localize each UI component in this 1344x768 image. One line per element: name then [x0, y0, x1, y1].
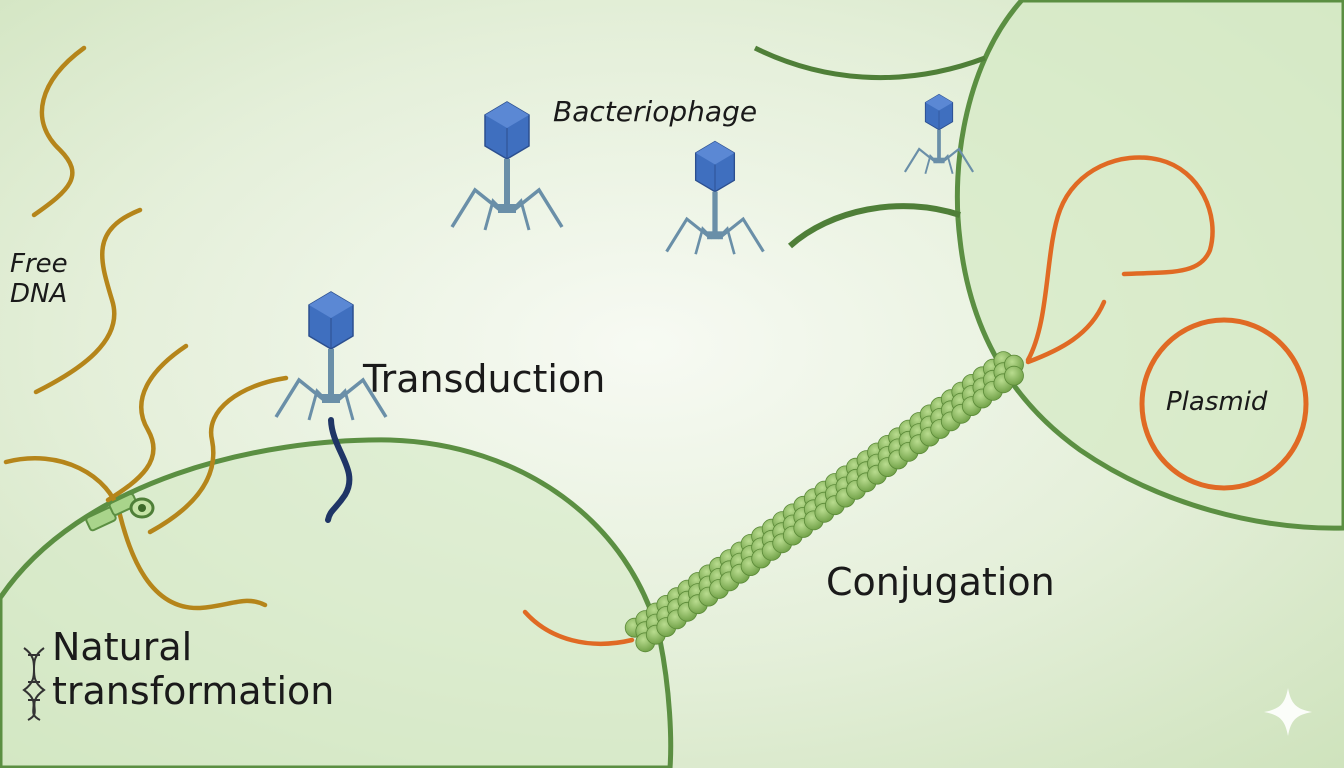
free-dna	[3, 45, 289, 611]
conjugation-pilus	[624, 351, 1024, 653]
free-dna-label: Free DNA	[10, 249, 68, 310]
natural-transformation-label: Natural transformation	[52, 625, 335, 713]
plasmid-label: Plasmid	[1166, 387, 1268, 417]
membrane-branch	[787, 203, 961, 249]
natural-transformation-line1: Natural	[52, 625, 193, 669]
free-dna-label-line2: DNA	[10, 278, 68, 309]
pilus-bead	[1004, 365, 1024, 386]
sparkle-icon	[1264, 688, 1312, 736]
plasmid-ring	[1139, 317, 1309, 491]
conjugation-label: Conjugation	[826, 560, 1055, 604]
transformation-pore	[85, 493, 155, 532]
injected-dna	[325, 417, 353, 523]
natural-transformation-line2: transformation	[52, 668, 335, 713]
membrane-branch	[753, 45, 986, 81]
free-dna-label-line1: Free	[10, 249, 68, 279]
plasmid-dna	[522, 155, 1215, 647]
transduction-label: Transduction	[363, 357, 606, 401]
bacteriophage-label: Bacteriophage	[553, 95, 758, 128]
dna-helix-icon	[22, 647, 46, 721]
